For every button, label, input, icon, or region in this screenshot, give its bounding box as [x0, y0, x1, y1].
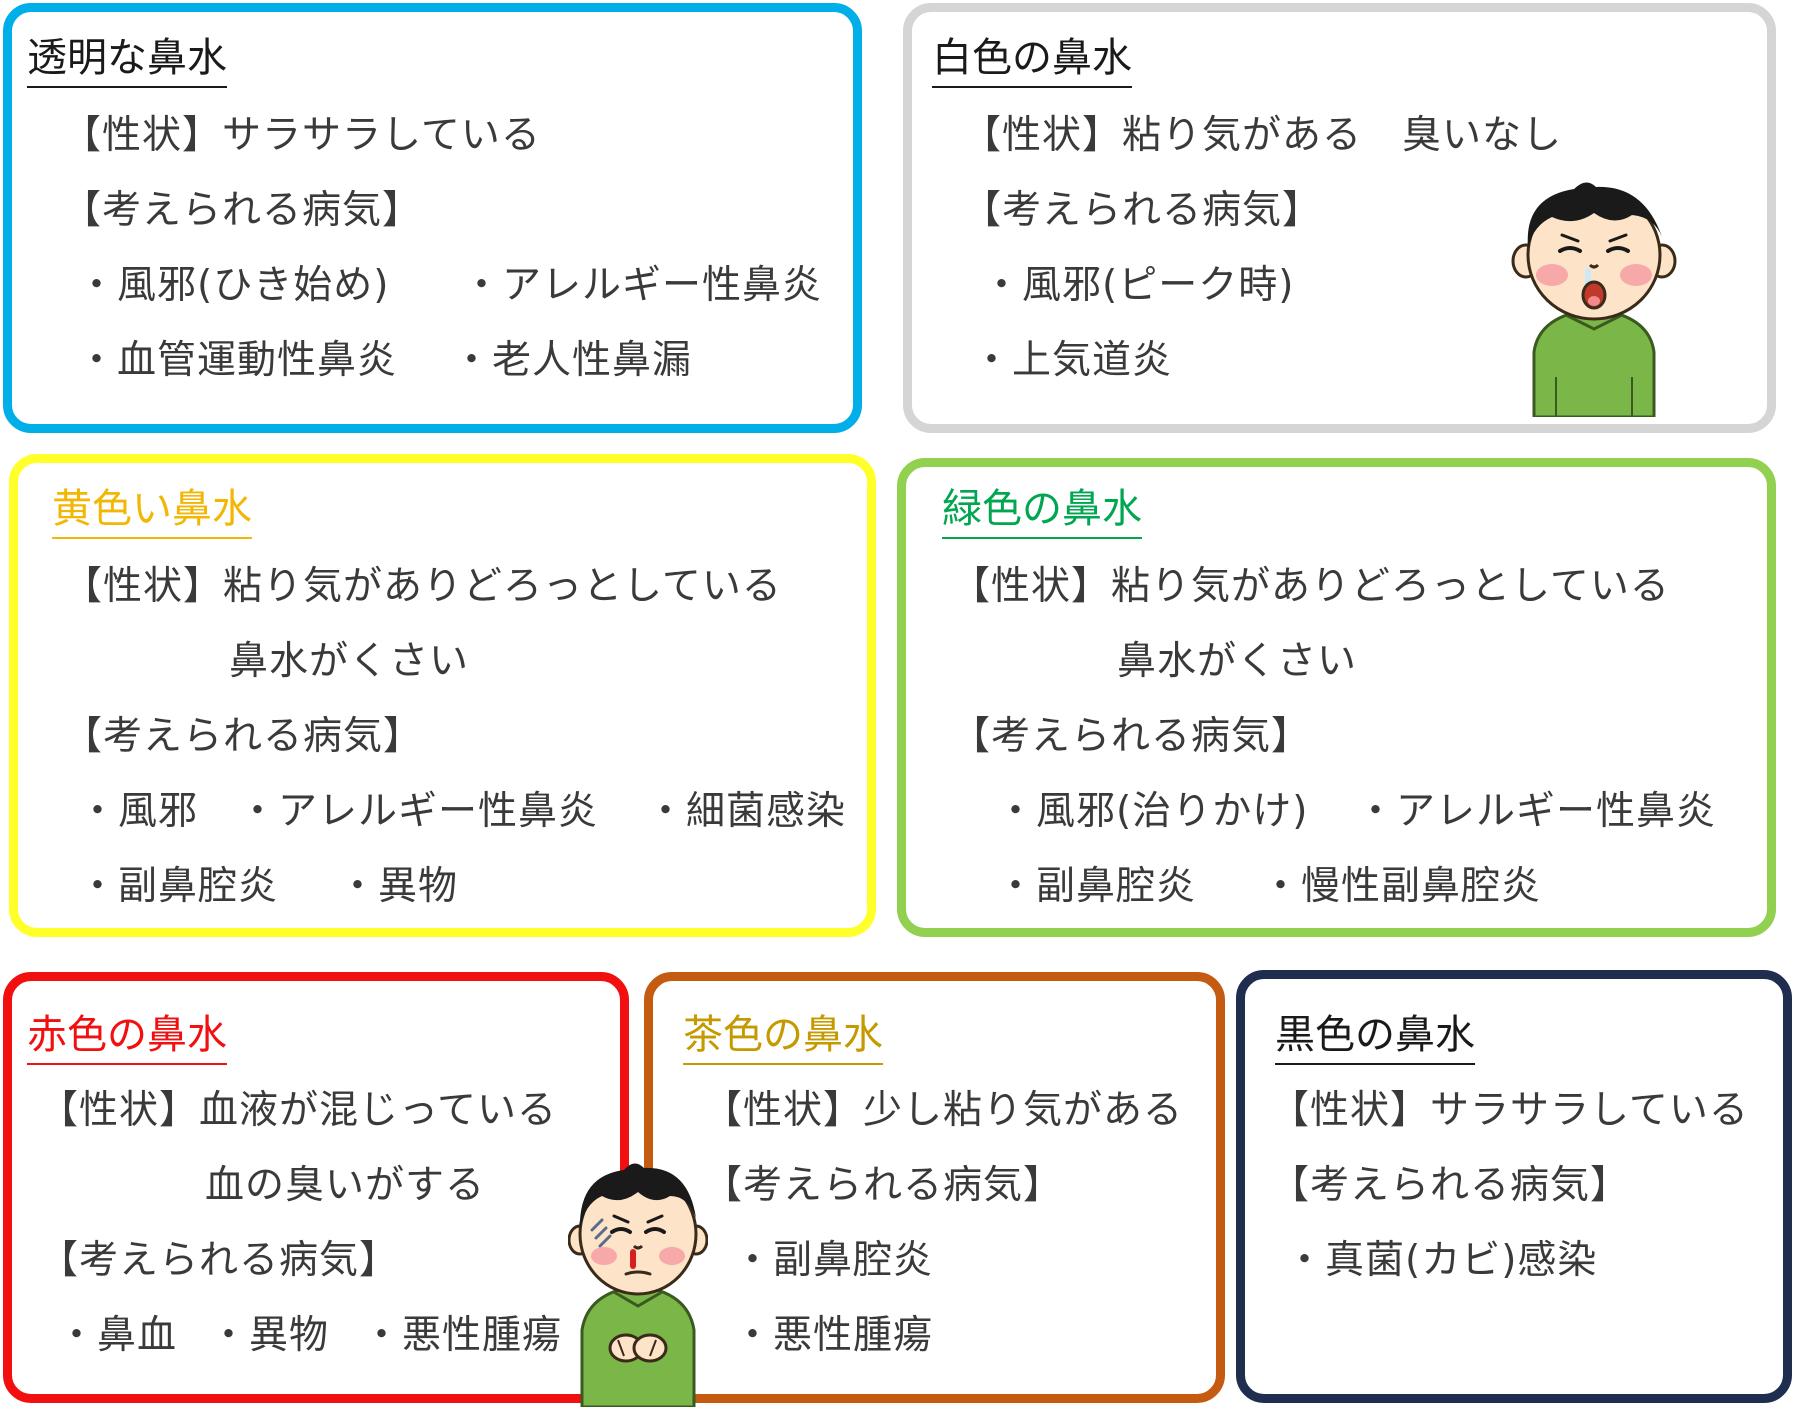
- disease-item: ・風邪(ピーク時): [982, 263, 1295, 308]
- disease-item: ・副鼻腔炎: [733, 1238, 934, 1283]
- card-title: 白色の鼻水: [932, 34, 1132, 88]
- property-line: 【性状】血液が混じっている: [39, 1088, 558, 1133]
- disease-item: ・風邪: [78, 789, 199, 834]
- disease-item: ・血管運動性鼻炎: [77, 338, 398, 383]
- card-title: 赤色の鼻水: [27, 1011, 227, 1065]
- card-yellow-mucus: 黄色い鼻水 【性状】粘り気がありどろっとしている 鼻水がくさい 【考えられる病気…: [9, 454, 876, 937]
- property-line-continued: 血の臭いがする: [205, 1163, 486, 1208]
- diseases-heading: 【考えられる病気】: [951, 714, 1312, 759]
- diseases-heading: 【考えられる病気】: [962, 188, 1323, 233]
- person-runny-nose-icon: [1511, 182, 1677, 417]
- diseases-heading: 【考えられる病気】: [63, 714, 424, 759]
- disease-item: ・細菌感染: [646, 789, 847, 834]
- disease-item: ・副鼻腔炎: [78, 864, 279, 909]
- person-nosebleed-icon: [568, 1163, 708, 1407]
- disease-item: ・異物: [338, 864, 459, 909]
- disease-item: ・アレルギー性鼻炎: [462, 263, 823, 308]
- card-title: 黒色の鼻水: [1275, 1011, 1475, 1065]
- diseases-heading: 【考えられる病気】: [39, 1238, 400, 1283]
- disease-item: ・アレルギー性鼻炎: [1356, 789, 1717, 834]
- disease-item: ・老人性鼻漏: [452, 338, 693, 383]
- disease-item: ・真菌(カビ)感染: [1285, 1238, 1598, 1283]
- property-line: 【性状】少し粘り気がある: [703, 1088, 1184, 1133]
- card-red-mucus: 赤色の鼻水 【性状】血液が混じっている 血の臭いがする 【考えられる病気】 ・鼻…: [3, 972, 629, 1403]
- card-title: 透明な鼻水: [27, 34, 227, 88]
- disease-item: ・悪性腫瘍: [362, 1313, 563, 1358]
- disease-item: ・副鼻腔炎: [996, 864, 1197, 909]
- diseases-heading: 【考えられる病気】: [1270, 1163, 1631, 1208]
- property-line: 【性状】サラサラしている: [1270, 1088, 1749, 1133]
- diseases-heading: 【考えられる病気】: [62, 188, 423, 233]
- card-white-mucus: 白色の鼻水 【性状】粘り気がある 臭いなし 【考えられる病気】 ・風邪(ピーク時…: [903, 3, 1776, 433]
- card-clear-mucus: 透明な鼻水 【性状】サラサラしている 【考えられる病気】 ・風邪(ひき始め) ・…: [3, 3, 862, 433]
- disease-item: ・慢性副鼻腔炎: [1261, 864, 1542, 909]
- disease-item: ・鼻血: [57, 1313, 178, 1358]
- card-title: 黄色い鼻水: [52, 485, 252, 539]
- property-line: 【性状】粘り気がありどろっとしている: [951, 564, 1670, 609]
- card-green-mucus: 緑色の鼻水 【性状】粘り気がありどろっとしている 鼻水がくさい 【考えられる病気…: [897, 458, 1776, 937]
- property-line: 【性状】粘り気がある 臭いなし: [962, 113, 1563, 158]
- card-title: 茶色の鼻水: [683, 1011, 883, 1065]
- property-line: 【性状】サラサラしている: [62, 113, 541, 158]
- card-black-mucus: 黒色の鼻水 【性状】サラサラしている 【考えられる病気】 ・真菌(カビ)感染: [1236, 970, 1792, 1403]
- disease-item: ・上気道炎: [972, 338, 1173, 383]
- property-line: 【性状】粘り気がありどろっとしている: [63, 564, 782, 609]
- disease-item: ・悪性腫瘍: [733, 1313, 934, 1358]
- property-line-continued: 鼻水がくさい: [229, 639, 470, 684]
- disease-item: ・風邪(治りかけ): [996, 789, 1309, 834]
- disease-item: ・異物: [209, 1313, 330, 1358]
- disease-item: ・アレルギー性鼻炎: [238, 789, 599, 834]
- diseases-heading: 【考えられる病気】: [703, 1163, 1064, 1208]
- property-line-continued: 鼻水がくさい: [1117, 639, 1358, 684]
- disease-item: ・風邪(ひき始め): [77, 263, 390, 308]
- card-brown-mucus: 茶色の鼻水 【性状】少し粘り気がある 【考えられる病気】 ・副鼻腔炎 ・悪性腫瘍: [644, 972, 1225, 1403]
- card-title: 緑色の鼻水: [942, 485, 1142, 539]
